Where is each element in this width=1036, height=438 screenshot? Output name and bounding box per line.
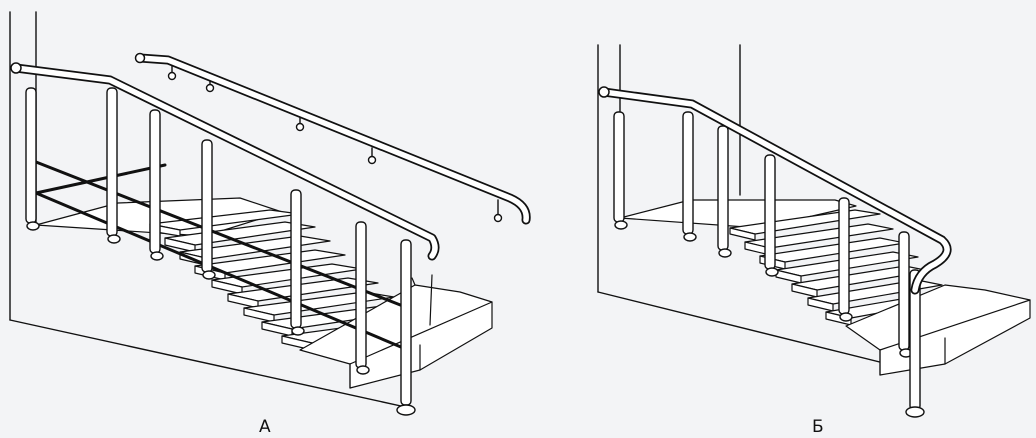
drawing-a bbox=[9, 11, 531, 416]
balusters-a bbox=[25, 87, 416, 416]
handrail-b bbox=[598, 86, 952, 295]
handrail-a bbox=[10, 62, 440, 261]
drawing-b bbox=[597, 44, 1031, 418]
balusters-b bbox=[613, 111, 925, 418]
wall-handrail-a bbox=[134, 52, 531, 225]
caption-a: А bbox=[259, 417, 271, 437]
stringer-bars-a bbox=[34, 160, 410, 352]
caption-b: Б bbox=[812, 417, 824, 437]
